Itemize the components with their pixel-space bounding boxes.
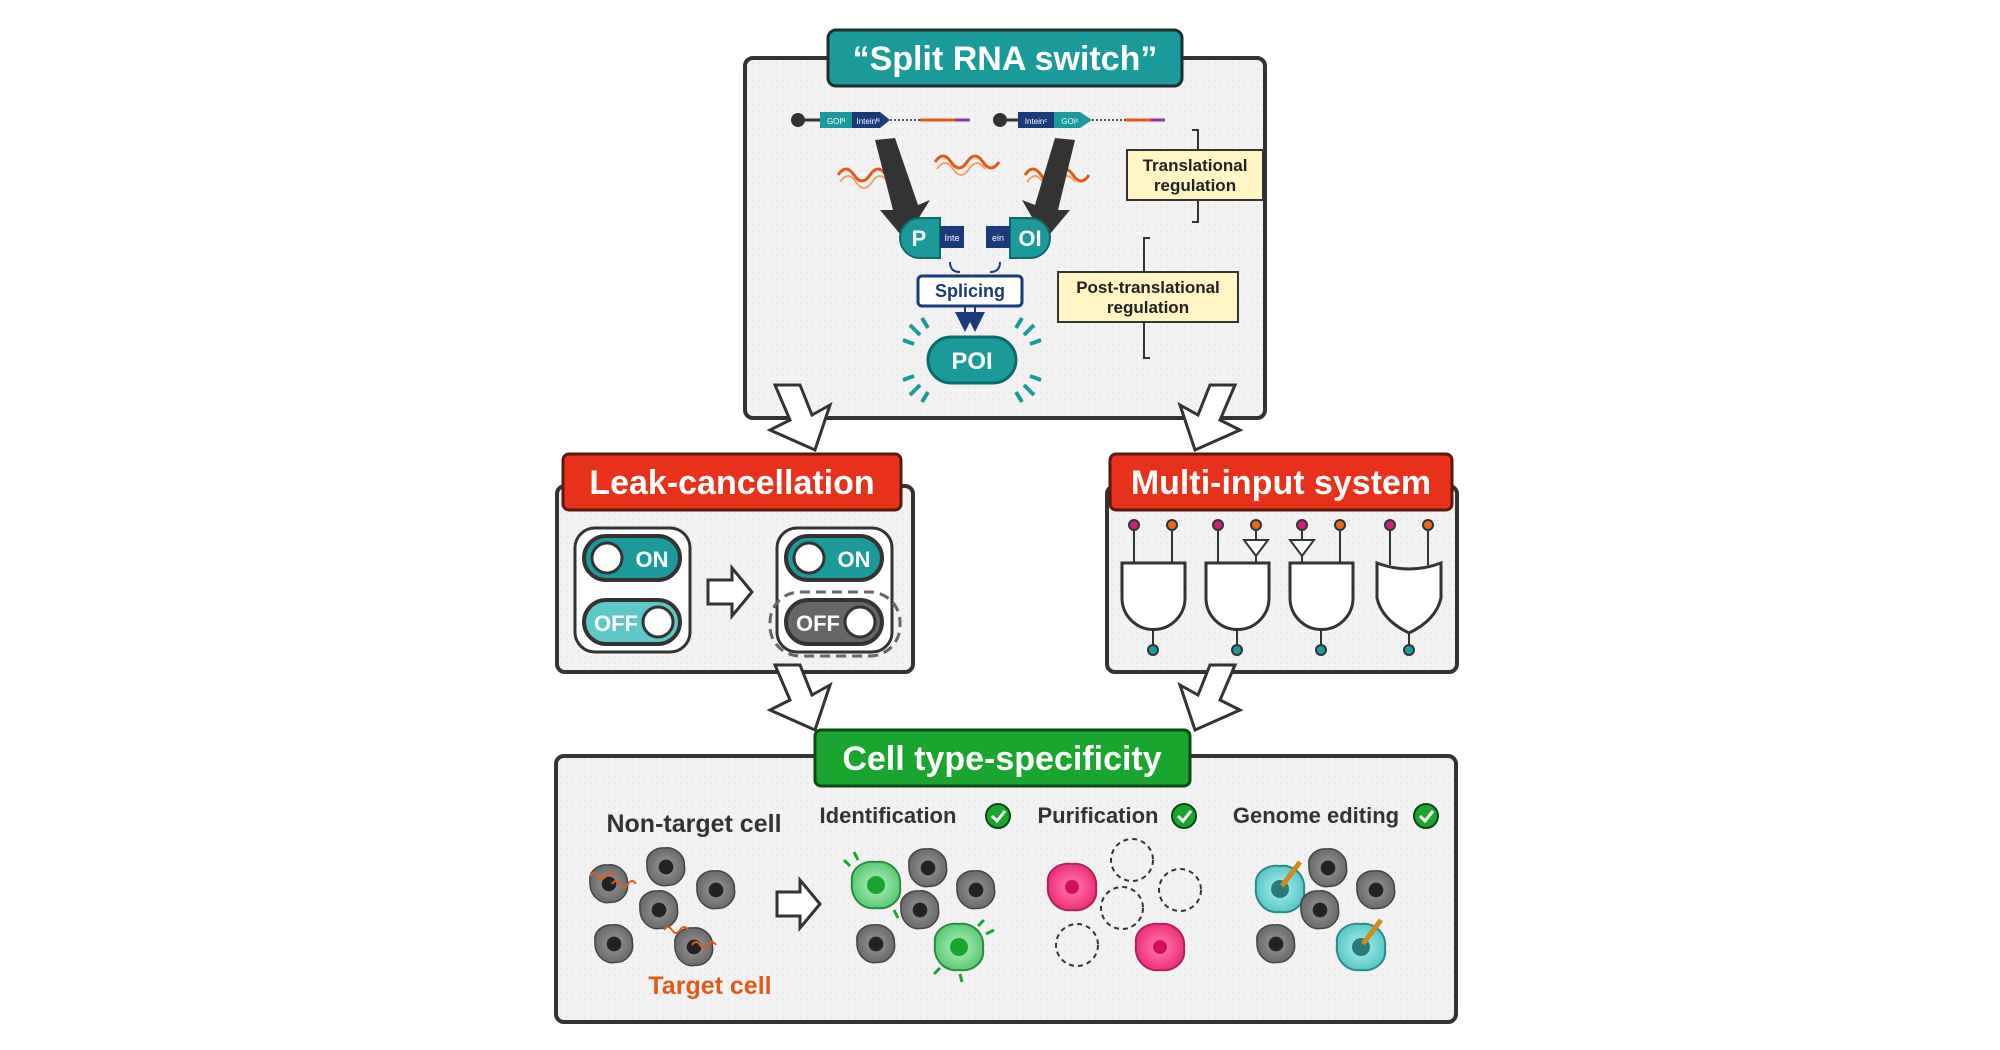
removed-cell-4 (1055, 923, 1099, 967)
off-label-left: OFF (594, 611, 638, 636)
cell-group-purification (1046, 838, 1202, 972)
check-icon-genome-editing (1413, 803, 1439, 829)
intein-n-label: Inteinᴺ (856, 117, 880, 126)
and-gate-icon (1120, 519, 1187, 656)
translational-label-line1: Translational (1143, 156, 1248, 175)
goi-c-arrow (1054, 112, 1092, 128)
arrow-top-to-multi (1177, 383, 1244, 453)
non-target-cell-3 (696, 870, 736, 910)
intein-left-fragment: Inte (944, 233, 959, 243)
intein-right-fragment: ein (992, 233, 1004, 243)
non-target-cell-4 (594, 924, 634, 964)
post-translational-label-line1: Post-translational (1076, 278, 1220, 297)
unedited-cell-3 (1356, 870, 1396, 910)
leak-arrow (706, 563, 754, 621)
unidentified-cell-4 (856, 924, 896, 964)
identified-cell-1 (842, 851, 910, 919)
edited-cell-2 (1335, 918, 1387, 972)
construct-right: Inteinᶜ GOIᶜ (993, 112, 1165, 128)
post-translational-label-line2: regulation (1107, 298, 1189, 317)
and-not-gate-icon (1204, 519, 1271, 656)
check-icon-purification (1171, 803, 1197, 829)
on-switch-left: ON (582, 534, 682, 582)
cell-group-initial (589, 847, 736, 967)
scissors-icon (1361, 918, 1383, 946)
leak-cancellation-panel: Leak-cancellation ON OFF ON OFF (555, 452, 915, 674)
poi-protein: POI (902, 316, 1042, 404)
translation-arrow-right (1022, 138, 1075, 240)
on-label-left: ON (636, 547, 669, 572)
construct-left: GOIᴺ Inteinᴺ (791, 112, 970, 128)
genome-editing-label: Genome editing (1233, 803, 1399, 828)
split-protein-left: P Inte (899, 217, 964, 259)
removed-cell-3 (1158, 868, 1202, 912)
multi-title-banner (1108, 452, 1454, 512)
multi-input-panel: Multi-input system (1105, 452, 1459, 674)
off-switch-right: OFF (784, 598, 884, 646)
intein-c-block (1018, 112, 1054, 128)
not-and-gate-icon (1288, 519, 1355, 656)
cell-group-genome-editing (1254, 848, 1396, 972)
unedited-cell-2 (1300, 890, 1340, 930)
off-switch-left: OFF (582, 598, 682, 646)
non-target-cell-1 (646, 847, 686, 887)
poi-right-fragment: OI (1018, 226, 1041, 251)
cell-title: Cell type-specificity (842, 740, 1161, 778)
non-target-label: Non-target cell (606, 810, 781, 838)
target-cell-1 (589, 864, 629, 904)
target-mirna-marks (589, 872, 717, 949)
post-translational-regulation-box (1057, 271, 1239, 323)
purification-label: Purification (1037, 803, 1158, 828)
arrow-multi-to-cell (1177, 663, 1244, 733)
unidentified-cell-2 (900, 890, 940, 930)
top-title: “Split RNA switch” (853, 40, 1158, 78)
translation-arrow-left (875, 138, 930, 240)
cell-specificity-panel: Cell type-specificity Non-target cell Ta… (554, 728, 1458, 1024)
identification-label: Identification (820, 803, 957, 828)
splicing-box (916, 274, 1024, 308)
edited-cell-1 (1254, 860, 1306, 914)
poi-glow-rays (902, 316, 1042, 404)
split-rna-switch-panel: “Split RNA switch” GOIᴺ Inteinᴺ Inteinᶜ … (743, 28, 1267, 420)
or-gate-icon (1375, 519, 1443, 656)
unidentified-cell-1 (908, 848, 948, 888)
target-label: Target cell (648, 972, 771, 1000)
on-label-right: ON (838, 547, 871, 572)
multi-title: Multi-input system (1131, 464, 1431, 502)
leak-title-banner (561, 452, 903, 512)
unedited-cell-4 (1256, 924, 1296, 964)
off-label-right: OFF (796, 611, 840, 636)
goi-c-label: GOIᶜ (1061, 117, 1079, 126)
removed-cell-1 (1110, 838, 1154, 882)
cell-title-banner (813, 728, 1192, 788)
arrow-leak-to-cell (766, 663, 833, 733)
unedited-cell-1 (1308, 848, 1348, 888)
non-target-cell-2 (639, 890, 679, 930)
check-icon-identification (985, 803, 1011, 829)
cell-group-identification (842, 848, 996, 983)
scissors-icon (1280, 860, 1302, 888)
poi-label: POI (951, 348, 992, 375)
on-switch-right: ON (784, 534, 884, 582)
leak-title: Leak-cancellation (589, 464, 874, 502)
intein-c-label: Inteinᶜ (1025, 117, 1048, 126)
goi-n-label: GOIᴺ (827, 117, 846, 126)
cell-arrow (775, 875, 822, 933)
mirna-center (933, 154, 1001, 170)
removed-cell-2 (1100, 886, 1144, 930)
goi-n-block (820, 112, 852, 128)
split-protein-right: OI ein (986, 217, 1051, 259)
translational-label-line2: regulation (1154, 176, 1236, 195)
translational-regulation-box (1126, 149, 1264, 201)
unidentified-cell-3 (956, 870, 996, 910)
poi-left-fragment: P (912, 226, 927, 251)
arrow-top-to-leak (766, 383, 833, 453)
leak-cancel-dashed-outline (768, 590, 902, 658)
intein-n-arrow (852, 112, 890, 128)
identified-cell-2 (932, 918, 995, 983)
top-title-banner (826, 28, 1184, 88)
splicing-label: Splicing (935, 281, 1005, 301)
